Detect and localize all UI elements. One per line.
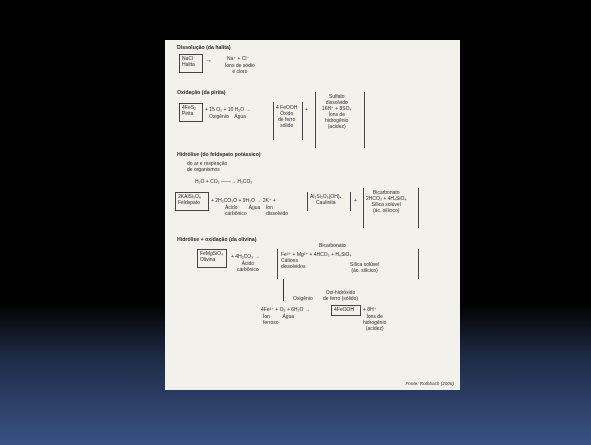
oxidation-reagents: + 15 O₂ + 10 H₂O → (205, 107, 251, 113)
hydrogen-ions-label: Íons de hidrogênio (acidez) (363, 314, 387, 332)
section-title-hidrolise-oxidacao: Hidrólise + oxidação (da olivina) (177, 237, 257, 243)
oxidation-equation-labels: Íon Água ferroso (263, 314, 295, 326)
feldspato-label: 2KAlSi₃O₈ Feldspato (178, 194, 202, 206)
bicarbonato-label: Bicarbonato 2HCO₃ + 4H₄SiO₄ Sílica solúv… (366, 190, 407, 214)
pirita-label: 4FeS₂ Pirita (182, 105, 196, 117)
oxygen-label: Oxigênio (293, 296, 313, 302)
olivina-label: FeMgSiO₄ Olivina (200, 251, 224, 263)
olivine-reagent-labels: Ácido carbônico (237, 261, 259, 273)
cations-label: Fe²⁺ + Mg²⁺ + 4HCO₃ + H₄SiO₄ Cátions dis… (281, 252, 352, 270)
caulinita-box: Al₂Si₂O₅(OH)₄ Caulinita (307, 192, 351, 211)
hydrolysis-plus: + (354, 198, 357, 204)
halita-box: NaCl Halita (179, 54, 203, 73)
oxidation-reagent-labels: Oxigênio Água (209, 114, 246, 120)
olivine-reagents: + 4H₂CO₃ → (231, 254, 260, 260)
oxidation-plus: + (305, 107, 308, 113)
cations-box: Fe²⁺ + Mg²⁺ + 4HCO₃ + H₄SiO₄ Cátions dis… (277, 249, 419, 279)
oxi-hydroxide-label: Oxi-hidróxido de ferro (sólido) (323, 290, 359, 302)
connector-line (283, 279, 284, 301)
source-footer: Fonte: Rothbach (2006) (405, 381, 454, 386)
oxidation-equation: 4Fe²⁺ + O₂ + 6H₂O → (261, 307, 310, 313)
hydrogen-ions: + 8H⁺ (363, 307, 377, 313)
olivine-silica-label: Sílica solúvel (ác. silícico) (350, 262, 380, 274)
dissolution-arrow: → (205, 57, 212, 64)
pirita-box: 4FeS₂ Pirita (179, 103, 203, 122)
feldspato-box: 2KAlSi₃O₈ Feldspato (175, 192, 209, 211)
olivine-bicarb-label: Bicarbonato (319, 243, 346, 249)
olivina-box: FeMgSiO₄ Olivina (197, 249, 227, 268)
feooh-product-box: 4FeOOH (331, 305, 361, 316)
feooh-product-label: 4FeOOH (334, 307, 355, 313)
dissolution-ions: Na⁺ + Cl⁻ (227, 56, 250, 62)
sulfate-box: Sulfato dissolvido 16H⁺ + 8SO₄ Íons de h… (315, 92, 365, 148)
sulfate-label: Sulfato dissolvido 16H⁺ + 8SO₄ Íons de h… (322, 94, 352, 130)
section-title-oxidacao: Oxidação (da pirita) (177, 90, 226, 96)
feooh-box: 4 FeOOH Óxido de ferro sólido (273, 102, 303, 140)
halita-label: NaCl Halita (182, 56, 195, 68)
section-title-hidrolise: Hidrólise (do feldspato potássico) (177, 152, 261, 158)
feooh-label: 4 FeOOH Óxido de ferro sólido (276, 105, 298, 129)
bicarbonato-box: Bicarbonato 2HCO₃ + 4H₄SiO₄ Sílica solúv… (363, 188, 419, 228)
section-title-dissolucao: Dissolução (da halita) (177, 45, 231, 51)
document-page: Dissolução (da halita) NaCl Halita → Na⁺… (165, 40, 460, 390)
hydrolysis-reagents: + 2H₂CO₃O + 9H₂O → 2K⁺ + (211, 198, 276, 204)
hydrolysis-reagent-labels: Ácido Água Íon carbônico dissolvido (225, 205, 289, 217)
caulinita-label: Al₂Si₂O₅(OH)₄ Caulinita (310, 194, 342, 206)
co2-equation: H₂O + CO₂ ——→ H₂CO₃ (195, 179, 253, 185)
dissolution-ions-label: Íons de sódio e cloro (225, 63, 255, 75)
co2-note: do ar e respiração de organismos (187, 161, 228, 173)
